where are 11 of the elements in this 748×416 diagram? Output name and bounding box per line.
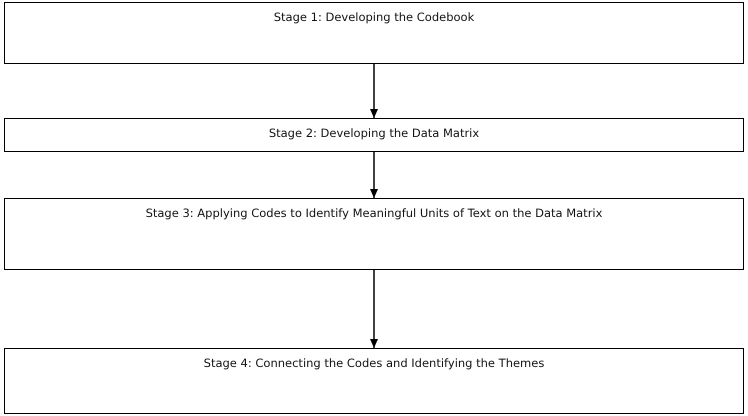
stage-label: Stage 3: Applying Codes to Identify Meaningful Units of Text on the Data Matrix	[146, 206, 602, 220]
stage-label: Stage 2: Developing the Data Matrix	[268, 126, 480, 140]
stage-label: Stage 4: Connecting the Codes and Identifying the Themes	[204, 356, 544, 370]
process-box	[4, 2, 744, 64]
process-box	[4, 198, 744, 270]
process-box	[4, 118, 744, 152]
arrow	[370, 64, 378, 118]
process-box	[4, 348, 744, 414]
arrow	[370, 270, 378, 348]
stage-label: Stage 1: Developing the Codebook	[274, 10, 474, 24]
arrow	[370, 152, 378, 198]
